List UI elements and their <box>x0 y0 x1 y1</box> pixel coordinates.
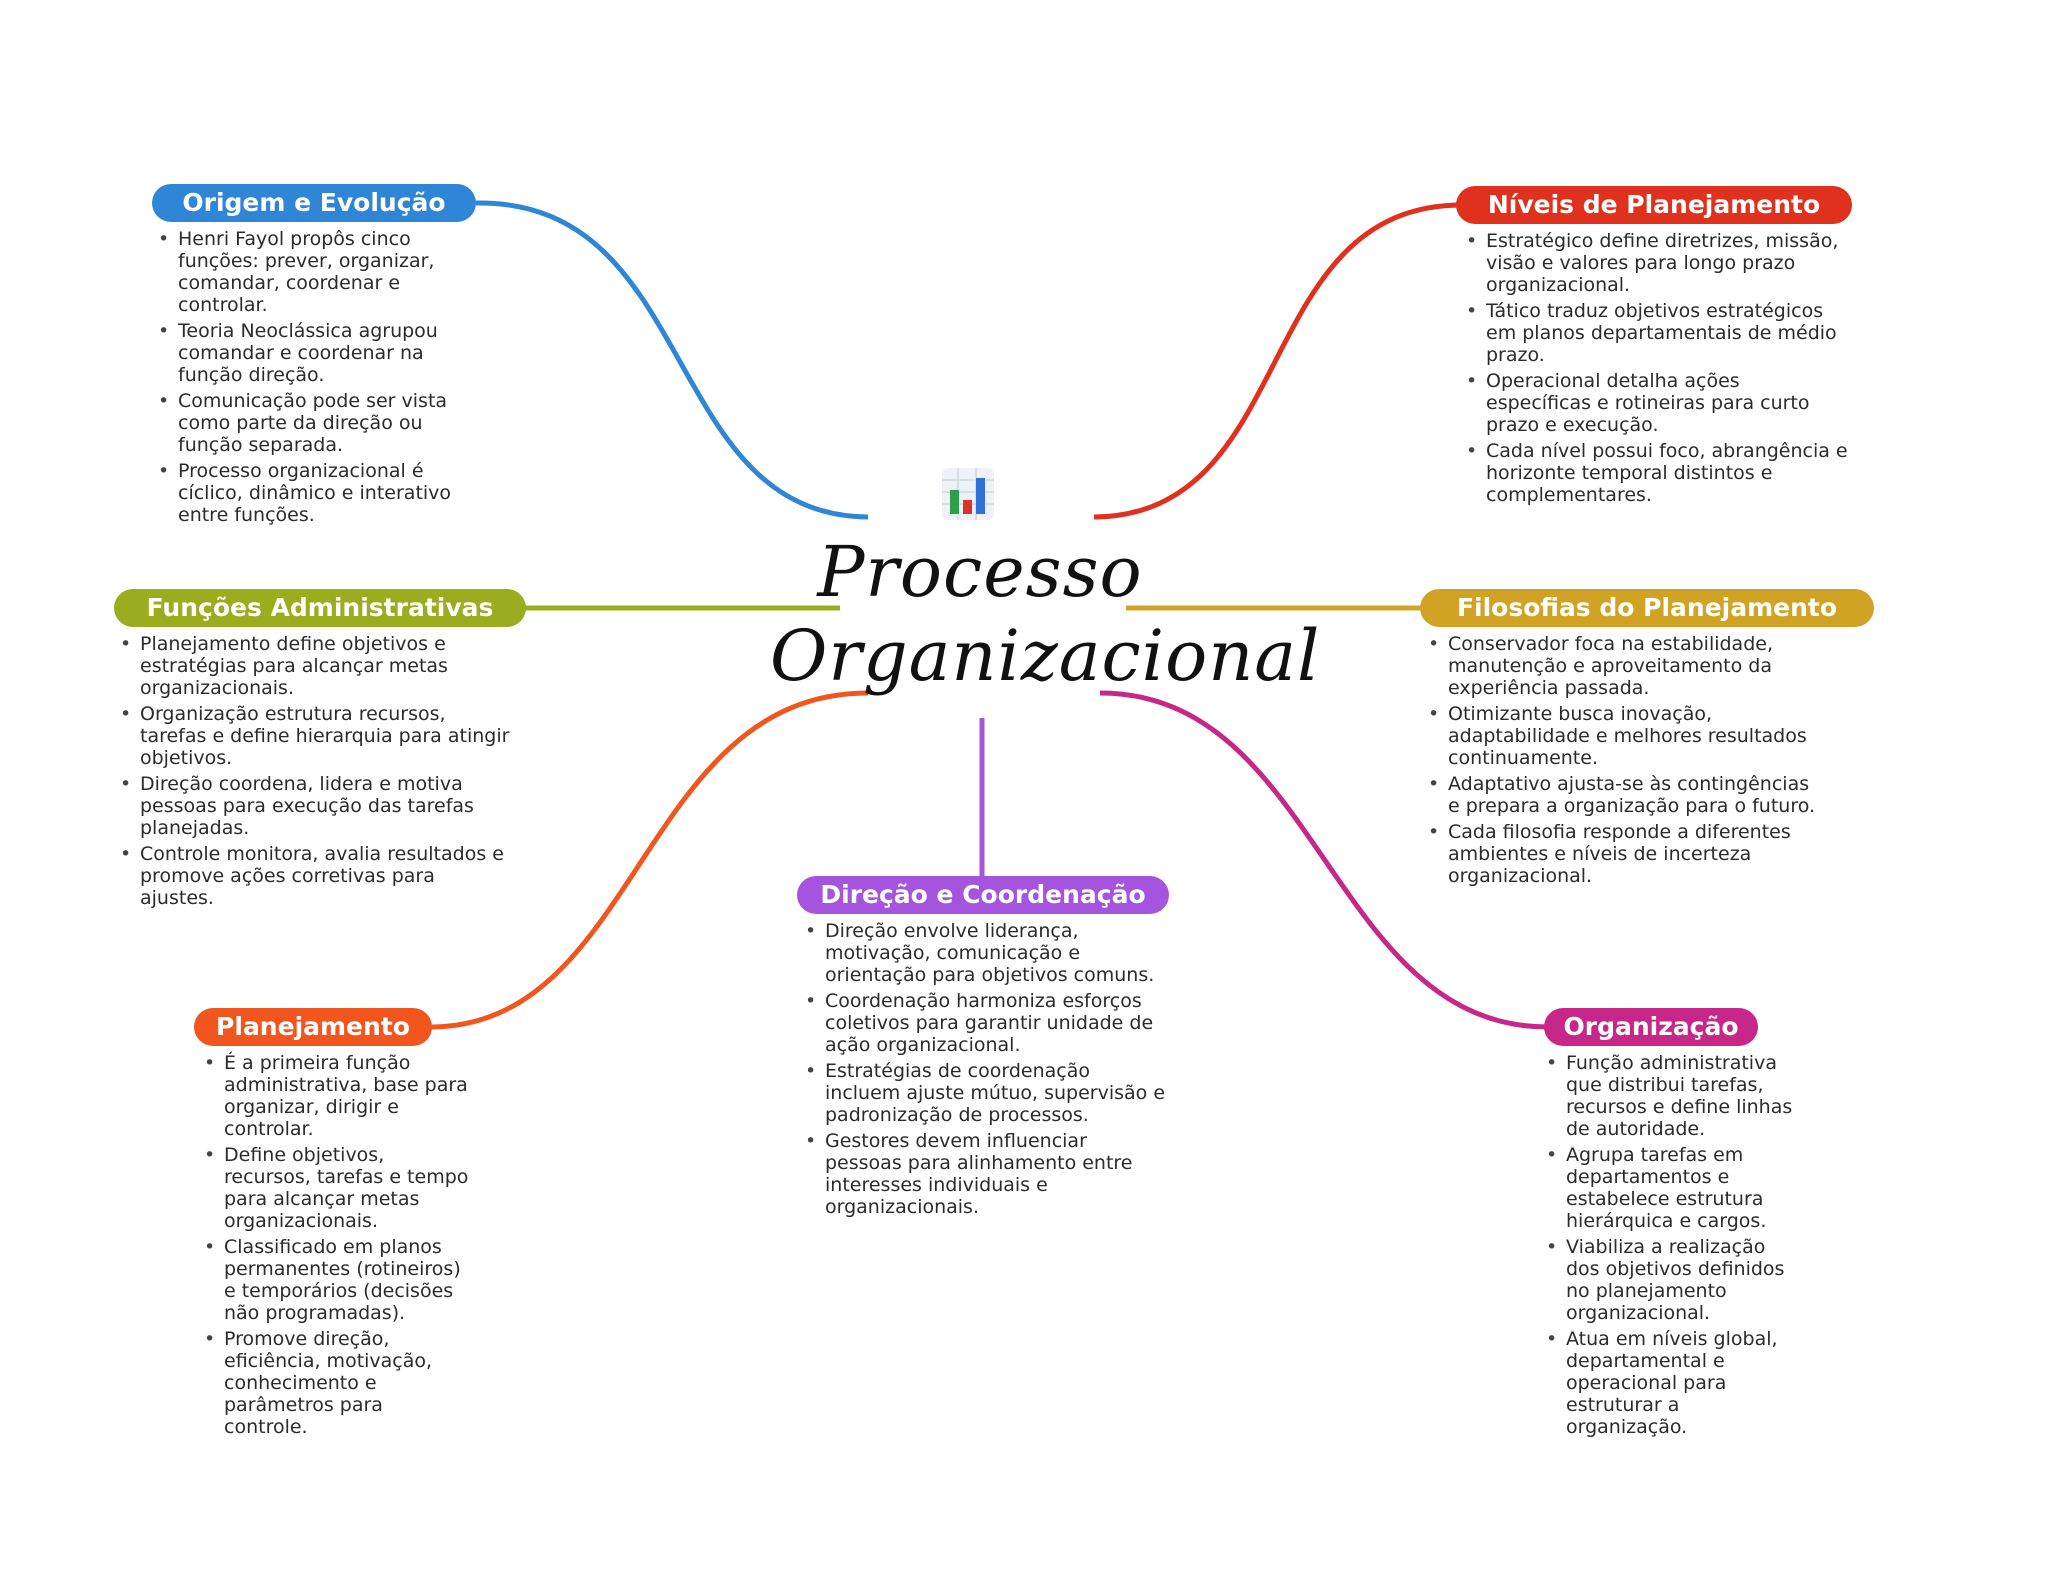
list-item: Henri Fayol propôs cinco funções: prever… <box>156 228 466 316</box>
list-item: Comunicação pode ser vista como parte da… <box>156 390 466 456</box>
list-item: Cada filosofia responde a diferentes amb… <box>1426 821 1826 887</box>
branch-title-planejamento[interactable]: Planejamento <box>194 1008 432 1046</box>
branch-funcoes: Funções Administrativas Planejamento def… <box>114 589 534 913</box>
list-item: Processo organizacional é cíclico, dinâm… <box>156 460 466 526</box>
list-item: Operacional detalha ações específicas e … <box>1464 370 1849 436</box>
bullet-list-origem: Henri Fayol propôs cinco funções: prever… <box>156 228 466 526</box>
bullet-list-filosofias: Conservador foca na estabilidade, manute… <box>1426 633 1826 887</box>
list-item: Atua em níveis global, departamental e o… <box>1544 1328 1804 1438</box>
list-item: Função administrativa que distribui tare… <box>1544 1052 1804 1140</box>
branch-niveis: Níveis de Planejamento Estratégico defin… <box>1456 186 1856 510</box>
list-item: Coordenação harmoniza esforços coletivos… <box>803 990 1168 1056</box>
list-item: Direção envolve liderança, motivação, co… <box>803 920 1168 986</box>
list-item: Teoria Neoclássica agrupou comandar e co… <box>156 320 466 386</box>
central-topic: Processo Organizacional <box>770 530 1321 698</box>
list-item: Direção coordena, lidera e motiva pessoa… <box>118 773 513 839</box>
connector-niveis <box>1093 202 1463 520</box>
bullet-list-organizacao: Função administrativa que distribui tare… <box>1544 1052 1804 1438</box>
list-item: Promove direção, eficiência, motivação, … <box>202 1328 472 1438</box>
connector-organizacao <box>1099 690 1549 1030</box>
branch-title-niveis[interactable]: Níveis de Planejamento <box>1456 186 1852 224</box>
branch-planejamento: Planejamento É a primeira função adminis… <box>194 1008 494 1442</box>
list-item: Tático traduz objetivos estratégicos em … <box>1464 300 1849 366</box>
branch-origem: Origem e Evolução Henri Fayol propôs cin… <box>152 184 482 530</box>
list-item: Viabiliza a realização dos objetivos def… <box>1544 1236 1804 1324</box>
list-item: Conservador foca na estabilidade, manute… <box>1426 633 1826 699</box>
central-title-line2: Organizacional <box>770 615 1321 697</box>
list-item: Organização estrutura recursos, tarefas … <box>118 703 513 769</box>
list-item: Adaptativo ajusta-se às contingências e … <box>1426 773 1826 817</box>
branch-title-direcao[interactable]: Direção e Coordenação <box>797 876 1169 914</box>
branch-title-funcoes[interactable]: Funções Administrativas <box>114 589 526 627</box>
list-item: Define objetivos, recursos, tarefas e te… <box>202 1144 472 1232</box>
bullet-list-planejamento: É a primeira função administrativa, base… <box>202 1052 472 1438</box>
bullet-list-direcao: Direção envolve liderança, motivação, co… <box>803 920 1168 1218</box>
list-item: Gestores devem influenciar pessoas para … <box>803 1130 1168 1218</box>
list-item: Classificado em planos permanentes (roti… <box>202 1236 472 1324</box>
list-item: Otimizante busca inovação, adaptabilidad… <box>1426 703 1826 769</box>
list-item: Agrupa tarefas em departamentos e estabe… <box>1544 1144 1804 1232</box>
list-item: Estratégico define diretrizes, missão, v… <box>1464 230 1849 296</box>
bullet-list-niveis: Estratégico define diretrizes, missão, v… <box>1464 230 1849 506</box>
list-item: É a primeira função administrativa, base… <box>202 1052 472 1140</box>
branch-title-organizacao[interactable]: Organização <box>1544 1008 1758 1046</box>
list-item: Estratégias de coordenação incluem ajust… <box>803 1060 1168 1126</box>
bar-chart-icon <box>942 468 994 520</box>
list-item: Cada nível possui foco, abrangência e ho… <box>1464 440 1849 506</box>
bullet-list-funcoes: Planejamento define objetivos e estratég… <box>118 633 513 909</box>
connector-planejamento <box>429 690 869 1030</box>
list-item: Controle monitora, avalia resultados e p… <box>118 843 513 909</box>
branch-organizacao: Organização Função administrativa que di… <box>1544 1008 1844 1442</box>
branch-title-origem[interactable]: Origem e Evolução <box>152 184 476 222</box>
central-title-line1: Processo <box>817 531 1143 613</box>
branch-title-filosofias[interactable]: Filosofias do Planejamento <box>1420 589 1874 627</box>
connector-origem <box>475 200 869 520</box>
branch-filosofias: Filosofias do Planejamento Conservador f… <box>1420 589 1880 891</box>
list-item: Planejamento define objetivos e estratég… <box>118 633 513 699</box>
branch-direcao: Direção e Coordenação Direção envolve li… <box>797 876 1177 1222</box>
